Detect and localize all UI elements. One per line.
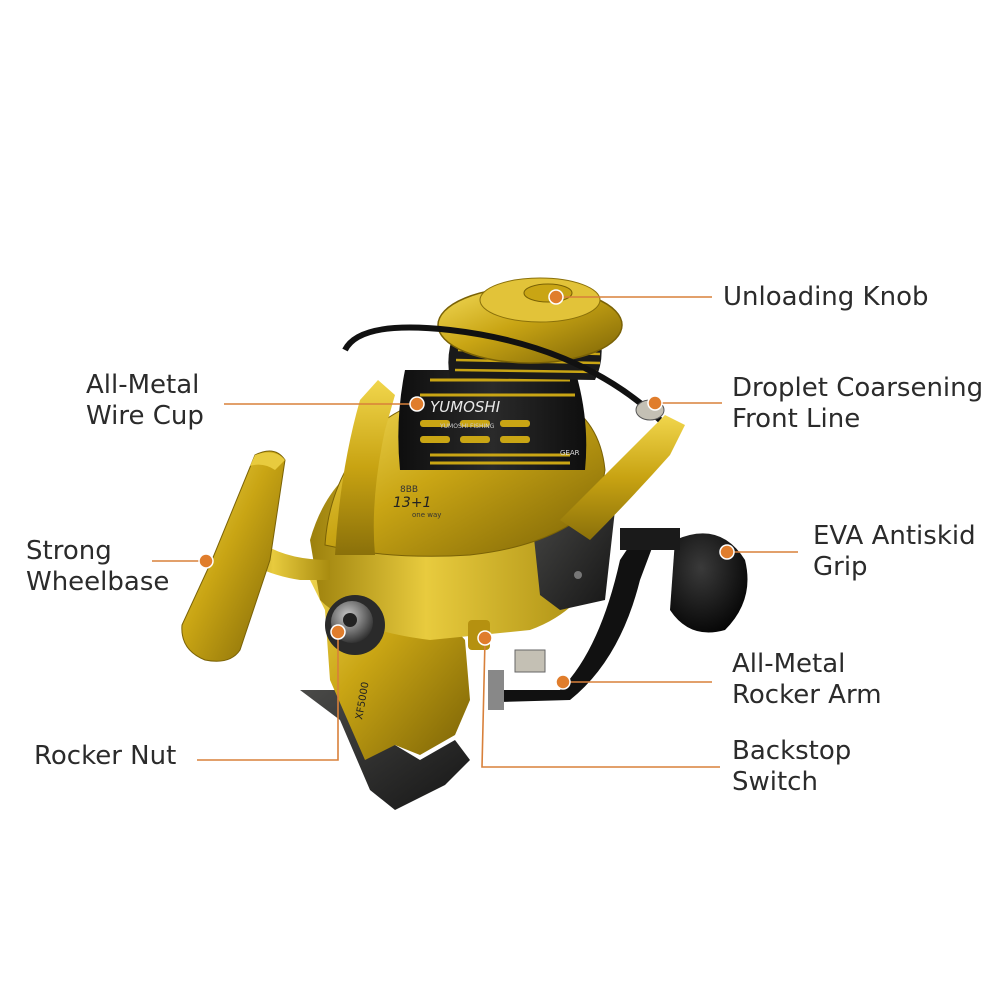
label-all-metal-wire-cup: All-Metal Wire Cup: [86, 370, 204, 432]
marker-wheelbase: [198, 553, 214, 569]
reel-gear-text: GEAR: [560, 449, 580, 457]
reel-body-group: YUMOSHI YUMOSHI FISHING 8BB 13+1 one way…: [181, 277, 748, 810]
label-line: Wire Cup: [86, 401, 204, 431]
reel-one-way-text: one way: [412, 511, 441, 519]
label-eva-antiskid-grip: EVA Antiskid Grip: [813, 521, 976, 583]
handle-grip: [181, 450, 286, 662]
label-strong-wheelbase: Strong Wheelbase: [26, 536, 169, 598]
marker-wire-cup: [409, 396, 425, 412]
spool-slots: [420, 420, 530, 443]
reel-brand-text: YUMOSHI: [430, 398, 501, 416]
side-plate-screw: [574, 571, 582, 579]
backstop-switch-tab: [488, 670, 504, 710]
label-line: Rocker Nut: [34, 741, 177, 771]
rotor-arm-right: [560, 415, 685, 540]
bail-wire: [342, 324, 663, 423]
label-line: Rocker Arm: [732, 680, 882, 710]
marker-rocker-arm: [555, 674, 571, 690]
label-line: Grip: [813, 552, 868, 582]
label-all-metal-rocker-arm: All-Metal Rocker Arm: [732, 649, 882, 711]
label-line: Droplet Coarsening: [732, 373, 984, 403]
leader-rocker-nut: [197, 632, 339, 761]
label-line: Unloading Knob: [723, 282, 929, 312]
label-line: Front Line: [732, 404, 861, 434]
rocker-arm-joint: [514, 649, 546, 673]
leader-backstop: [481, 639, 720, 768]
label-droplet-coarsening-front-line: Droplet Coarsening Front Line: [732, 373, 983, 435]
label-rocker-nut: Rocker Nut: [34, 741, 176, 772]
label-line: Backstop: [732, 736, 852, 766]
label-line: All-Metal: [732, 649, 846, 679]
label-line: Wheelbase: [26, 567, 170, 597]
marker-rocker-nut: [330, 624, 346, 640]
spool-gold-rings: [420, 378, 575, 465]
reel-bearings-text: 8BB: [400, 485, 418, 495]
marker-unloading-knob: [548, 289, 564, 305]
marker-front-line: [647, 395, 663, 411]
label-unloading-knob: Unloading Knob: [723, 282, 929, 313]
leader-lines: [152, 296, 798, 768]
marker-grip: [719, 544, 735, 560]
handle-knob-end: [250, 452, 285, 470]
reel-brand-sub-text: YUMOSHI FISHING: [439, 423, 495, 430]
label-line: All-Metal: [86, 370, 200, 400]
rotor-arm-left: [335, 380, 395, 555]
label-line: Switch: [732, 767, 818, 797]
label-line: Strong: [26, 536, 112, 566]
grip-shaft: [620, 528, 680, 550]
markers: [198, 289, 735, 690]
eva-grip: [670, 533, 748, 633]
label-backstop-switch: Backstop Switch: [732, 736, 851, 798]
drag-knob-center: [523, 283, 573, 303]
marker-backstop: [477, 630, 493, 646]
rocker-nut-center: [343, 613, 357, 627]
label-line: EVA Antiskid: [813, 521, 976, 551]
reel-bearings-formula: 13+1: [393, 495, 431, 511]
